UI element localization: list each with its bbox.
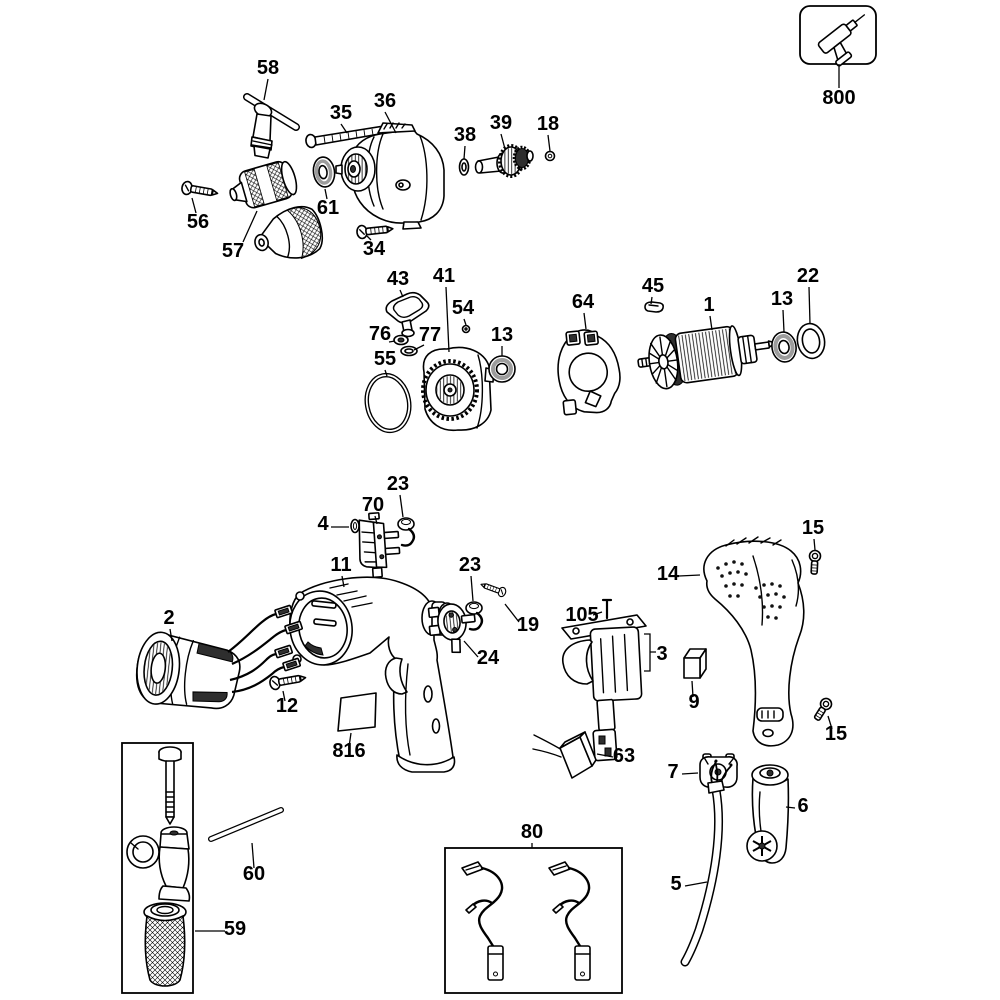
part-54-ball [461, 324, 471, 334]
part-59-side-handle [126, 746, 191, 987]
callout-12: 12 [276, 695, 298, 717]
callout-4: 4 [317, 513, 329, 535]
part-80-brush-1 [460, 860, 505, 982]
part-19-screw [478, 579, 508, 599]
callout-816: 816 [332, 740, 365, 762]
part-56-screw [180, 179, 220, 201]
callout-56: 56 [187, 211, 209, 233]
callout-57: 57 [222, 240, 244, 262]
callout-43: 43 [387, 268, 409, 290]
part-3-switch [561, 614, 647, 762]
part-15a-screw [807, 549, 822, 576]
callout-55: 55 [374, 348, 396, 370]
callout-59: 59 [224, 918, 246, 940]
callout-800: 800 [822, 87, 855, 109]
part-80-brush-2 [547, 860, 592, 982]
part-22-ring [796, 322, 826, 360]
callout-41: 41 [433, 265, 455, 287]
callout-58: 58 [257, 57, 279, 79]
kit-80-box [444, 847, 623, 994]
callout-34: 34 [363, 238, 386, 260]
part-13b-bearing [771, 331, 797, 363]
part-2-stator [135, 604, 304, 710]
callout-13a: 13 [491, 324, 513, 346]
callout-105: 105 [565, 604, 598, 626]
callout-64: 64 [572, 291, 595, 313]
part-14-handle-cover [703, 536, 805, 747]
part-77-washer [400, 345, 418, 357]
part-36-gear-housing [335, 122, 445, 230]
part-13a-bearing [488, 355, 516, 383]
callout-54: 54 [452, 297, 475, 319]
part-6-cord-protector [746, 764, 790, 864]
callout-60: 60 [243, 863, 265, 885]
part-45-clip [644, 301, 664, 313]
drill-icon [817, 14, 866, 67]
part-55-oring [364, 372, 412, 434]
part-816-label [337, 692, 377, 732]
part-60-rod [208, 807, 284, 842]
callout-36: 36 [374, 90, 396, 112]
callout-77: 77 [419, 324, 441, 346]
callout-23a: 23 [387, 473, 409, 495]
callout-11: 11 [330, 554, 351, 576]
callout-labels: 800 58 35 36 38 39 18 56 61 57 34 43 41 … [163, 57, 855, 940]
part-24-brush-holder [427, 603, 476, 654]
callout-18: 18 [537, 113, 559, 135]
part-1-armature [637, 325, 777, 390]
callout-2: 2 [163, 607, 174, 629]
part-11-housing [289, 576, 464, 773]
part-61-washer [312, 156, 336, 188]
callout-70: 70 [362, 494, 384, 516]
callout-38: 38 [454, 124, 476, 146]
callout-45: 45 [642, 275, 664, 297]
part-76-nut [393, 334, 409, 346]
callout-24: 24 [477, 647, 500, 669]
part-15b-screw [810, 695, 835, 723]
part-39-gear [474, 144, 534, 178]
part-41-gear-case [421, 346, 495, 432]
part-64-bracket [557, 329, 621, 416]
callout-15a: 15 [802, 517, 824, 539]
part-38-washer [458, 158, 470, 176]
part-34-screw [355, 221, 395, 240]
callout-15b: 15 [825, 723, 847, 745]
callout-80: 80 [521, 821, 543, 843]
callout-22: 22 [797, 265, 819, 287]
callout-3: 3 [656, 643, 667, 665]
callout-9: 9 [688, 691, 699, 713]
part-43-selector [385, 291, 430, 338]
callout-61: 61 [317, 197, 339, 219]
callout-7: 7 [667, 761, 678, 783]
callout-39: 39 [490, 112, 512, 134]
callout-76: 76 [369, 323, 391, 345]
leader-lines [169, 64, 840, 932]
callout-19: 19 [517, 614, 539, 636]
part-9-cube [683, 648, 707, 679]
callout-5: 5 [670, 873, 681, 895]
part-57-chuck-upper [229, 160, 298, 209]
callout-1: 1 [703, 294, 714, 316]
part-58-chuck-key [243, 93, 300, 159]
part-12-screw [268, 670, 308, 692]
part-18-ring [544, 150, 556, 162]
callout-6: 6 [797, 795, 808, 817]
callout-35: 35 [330, 102, 352, 124]
part-57-chuck-lower [254, 205, 323, 260]
part-63-capacitor [532, 731, 597, 779]
callout-14: 14 [657, 563, 680, 585]
kit-59-box [121, 742, 194, 994]
part-5-cord [680, 759, 733, 967]
part-23a-clip [396, 516, 416, 547]
part-4-ring [350, 518, 360, 534]
part-105-pin [601, 598, 613, 620]
callout-13b: 13 [771, 288, 793, 310]
callout-63: 63 [613, 745, 635, 767]
callout-23b: 23 [459, 554, 481, 576]
part-70-brush-holder [358, 512, 401, 579]
